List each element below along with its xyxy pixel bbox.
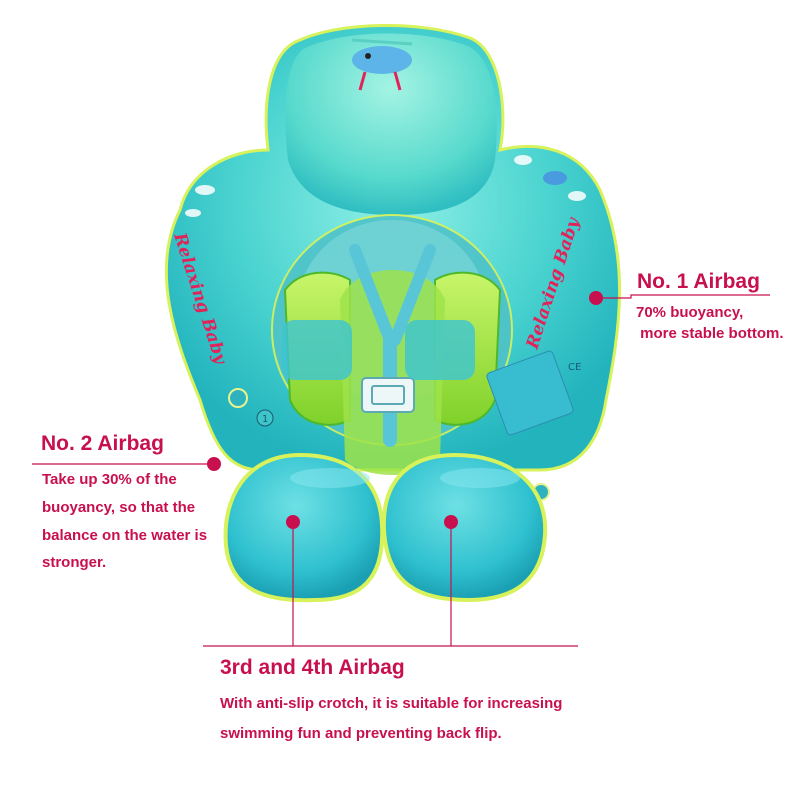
airbag2-line: Take up 30% of the bbox=[42, 471, 177, 488]
air-valve-icon bbox=[256, 409, 274, 427]
seat-strap-right bbox=[389, 244, 436, 346]
airbag34-line: With anti-slip crotch, it is suitable fo… bbox=[220, 695, 563, 712]
callout-dot-airbag2 bbox=[207, 457, 221, 471]
airbag1-title: No. 1 Airbag bbox=[637, 270, 760, 293]
airbag2-line: buoyancy, so that the bbox=[42, 498, 196, 516]
airbag2-line: balance on the water is bbox=[42, 526, 208, 544]
airbag-3 bbox=[223, 452, 385, 603]
strap-buckle bbox=[361, 377, 415, 413]
airbag34-line: swimming fun and preventing back flip. bbox=[220, 725, 502, 742]
airbag2-description: Take up 30% of the buoyancy, so that the… bbox=[42, 466, 207, 577]
bird-small-icon bbox=[543, 171, 567, 185]
air-valve-icon bbox=[228, 388, 248, 408]
callout-dot-airbag3 bbox=[286, 515, 300, 529]
callout-line-airbag34 bbox=[203, 522, 578, 647]
airbag-4 bbox=[381, 452, 548, 603]
airbag34-description: With anti-slip crotch, it is suitable fo… bbox=[220, 689, 562, 749]
airbag2-title: No. 2 Airbag bbox=[41, 432, 164, 455]
float-backrest bbox=[285, 33, 497, 215]
callout-dot-airbag1 bbox=[589, 291, 603, 305]
cloud-icon bbox=[185, 155, 586, 217]
airbag1-line: 70% buoyancy, bbox=[636, 304, 744, 321]
airbag2-line: stronger. bbox=[42, 554, 107, 572]
airbag1-description: 70% buoyancy, more stable bottom. bbox=[636, 302, 784, 344]
airbag34-title: 3rd and 4th Airbag bbox=[220, 656, 405, 679]
bird-mascot-icon bbox=[351, 38, 413, 91]
callout-dot-airbag4 bbox=[444, 515, 458, 529]
seat-strap-left bbox=[349, 244, 396, 346]
airbag1-line: more stable bottom. bbox=[636, 325, 784, 342]
warning-label-panel bbox=[486, 350, 574, 436]
ce-mark: CE bbox=[568, 362, 581, 373]
valve-number: 1 bbox=[262, 414, 268, 425]
callout-line-airbag1 bbox=[596, 294, 770, 299]
